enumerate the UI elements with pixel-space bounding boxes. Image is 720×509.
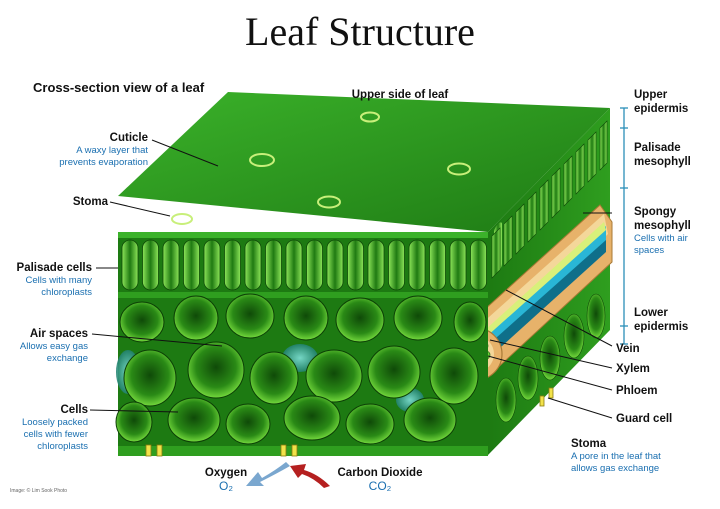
label-air-spaces: Air spaces Allows easy gas exchange [19, 328, 88, 364]
palisade-cell [183, 239, 200, 291]
label-spongy-mesophyll: Spongy mesophyll Cells with air spaces [634, 206, 691, 256]
spongy-cell [249, 351, 299, 405]
palisade-cell [306, 239, 323, 291]
palisade-cell [367, 239, 385, 291]
spongy-cell [429, 347, 479, 405]
label-palisade-mesophyll: Palisade mesophyll [634, 142, 691, 168]
top-stomata [171, 111, 471, 225]
spongy-cell [367, 345, 421, 399]
palisade-cell [162, 239, 180, 291]
spongy-cell [305, 349, 363, 403]
top-face [118, 92, 610, 232]
palisade-cell [265, 239, 282, 291]
label-upper-side: Upper side of leaf [351, 89, 449, 101]
palisade-cell [408, 239, 426, 291]
label-palisade-cells: Palisade cells Cells with many chloropla… [16, 262, 92, 298]
spongy-cell [283, 295, 329, 341]
label-guard-cell: Guard cell [616, 413, 673, 425]
spongy-cell [173, 295, 219, 341]
palisade-cell [470, 239, 487, 291]
spongy-cell [393, 295, 443, 341]
label-phloem: Phloem [616, 385, 658, 397]
spongy-cell [283, 395, 341, 441]
layer-bracket [620, 107, 628, 345]
co2-arrow [290, 464, 330, 488]
spongy-cell [123, 349, 177, 407]
image-credit: Image: © Lim Sook Photo [10, 488, 68, 494]
palisade-cell [285, 239, 303, 291]
palisade-cell [326, 239, 344, 291]
spongy-cell [167, 397, 221, 443]
label-vein: Vein [616, 343, 640, 355]
label-oxygen: Oxygen O₂ [204, 467, 248, 493]
leader-lines [89, 139, 613, 419]
spongy-cell [225, 293, 275, 339]
palisade-cell [121, 239, 139, 291]
label-cuticle: Cuticle A waxy layer that prevents evapo… [59, 132, 148, 168]
guard-cells [145, 387, 554, 457]
spongy-cell [187, 341, 245, 399]
palisade-cell [347, 239, 364, 291]
spongy-cell [115, 401, 153, 443]
diagram-subtitle: Cross-section view of a leaf [33, 80, 205, 95]
palisade-cell [224, 239, 241, 291]
spongy-cell [119, 301, 165, 343]
diagram-title: Leaf Structure [245, 9, 475, 54]
palisade-cell [142, 239, 159, 291]
label-stoma-left: Stoma [72, 196, 108, 208]
spongy-cell [335, 297, 385, 343]
label-carbon-dioxide: Carbon Dioxide CO₂ [337, 467, 423, 493]
spongy-cell [345, 403, 395, 445]
oxygen-arrow [246, 462, 290, 486]
spongy-cell [225, 403, 271, 445]
label-stoma-right: Stoma A pore in the leaf that allows gas… [571, 438, 661, 474]
palisade-cell [429, 239, 446, 291]
label-upper-epidermis: Upper epidermis [634, 89, 689, 115]
front-palisade-cells [121, 239, 487, 291]
palisade-cell [388, 239, 405, 291]
label-xylem: Xylem [616, 363, 650, 375]
front-spongy-cells [115, 293, 487, 445]
palisade-cell [203, 239, 221, 291]
palisade-cell [449, 239, 467, 291]
spongy-cell [403, 397, 457, 443]
spongy-cell [453, 301, 487, 343]
palisade-cell [244, 239, 262, 291]
label-lower-epidermis: Lower epidermis [634, 307, 689, 333]
label-cells: Cells Loosely packed cells with fewer ch… [21, 404, 88, 452]
